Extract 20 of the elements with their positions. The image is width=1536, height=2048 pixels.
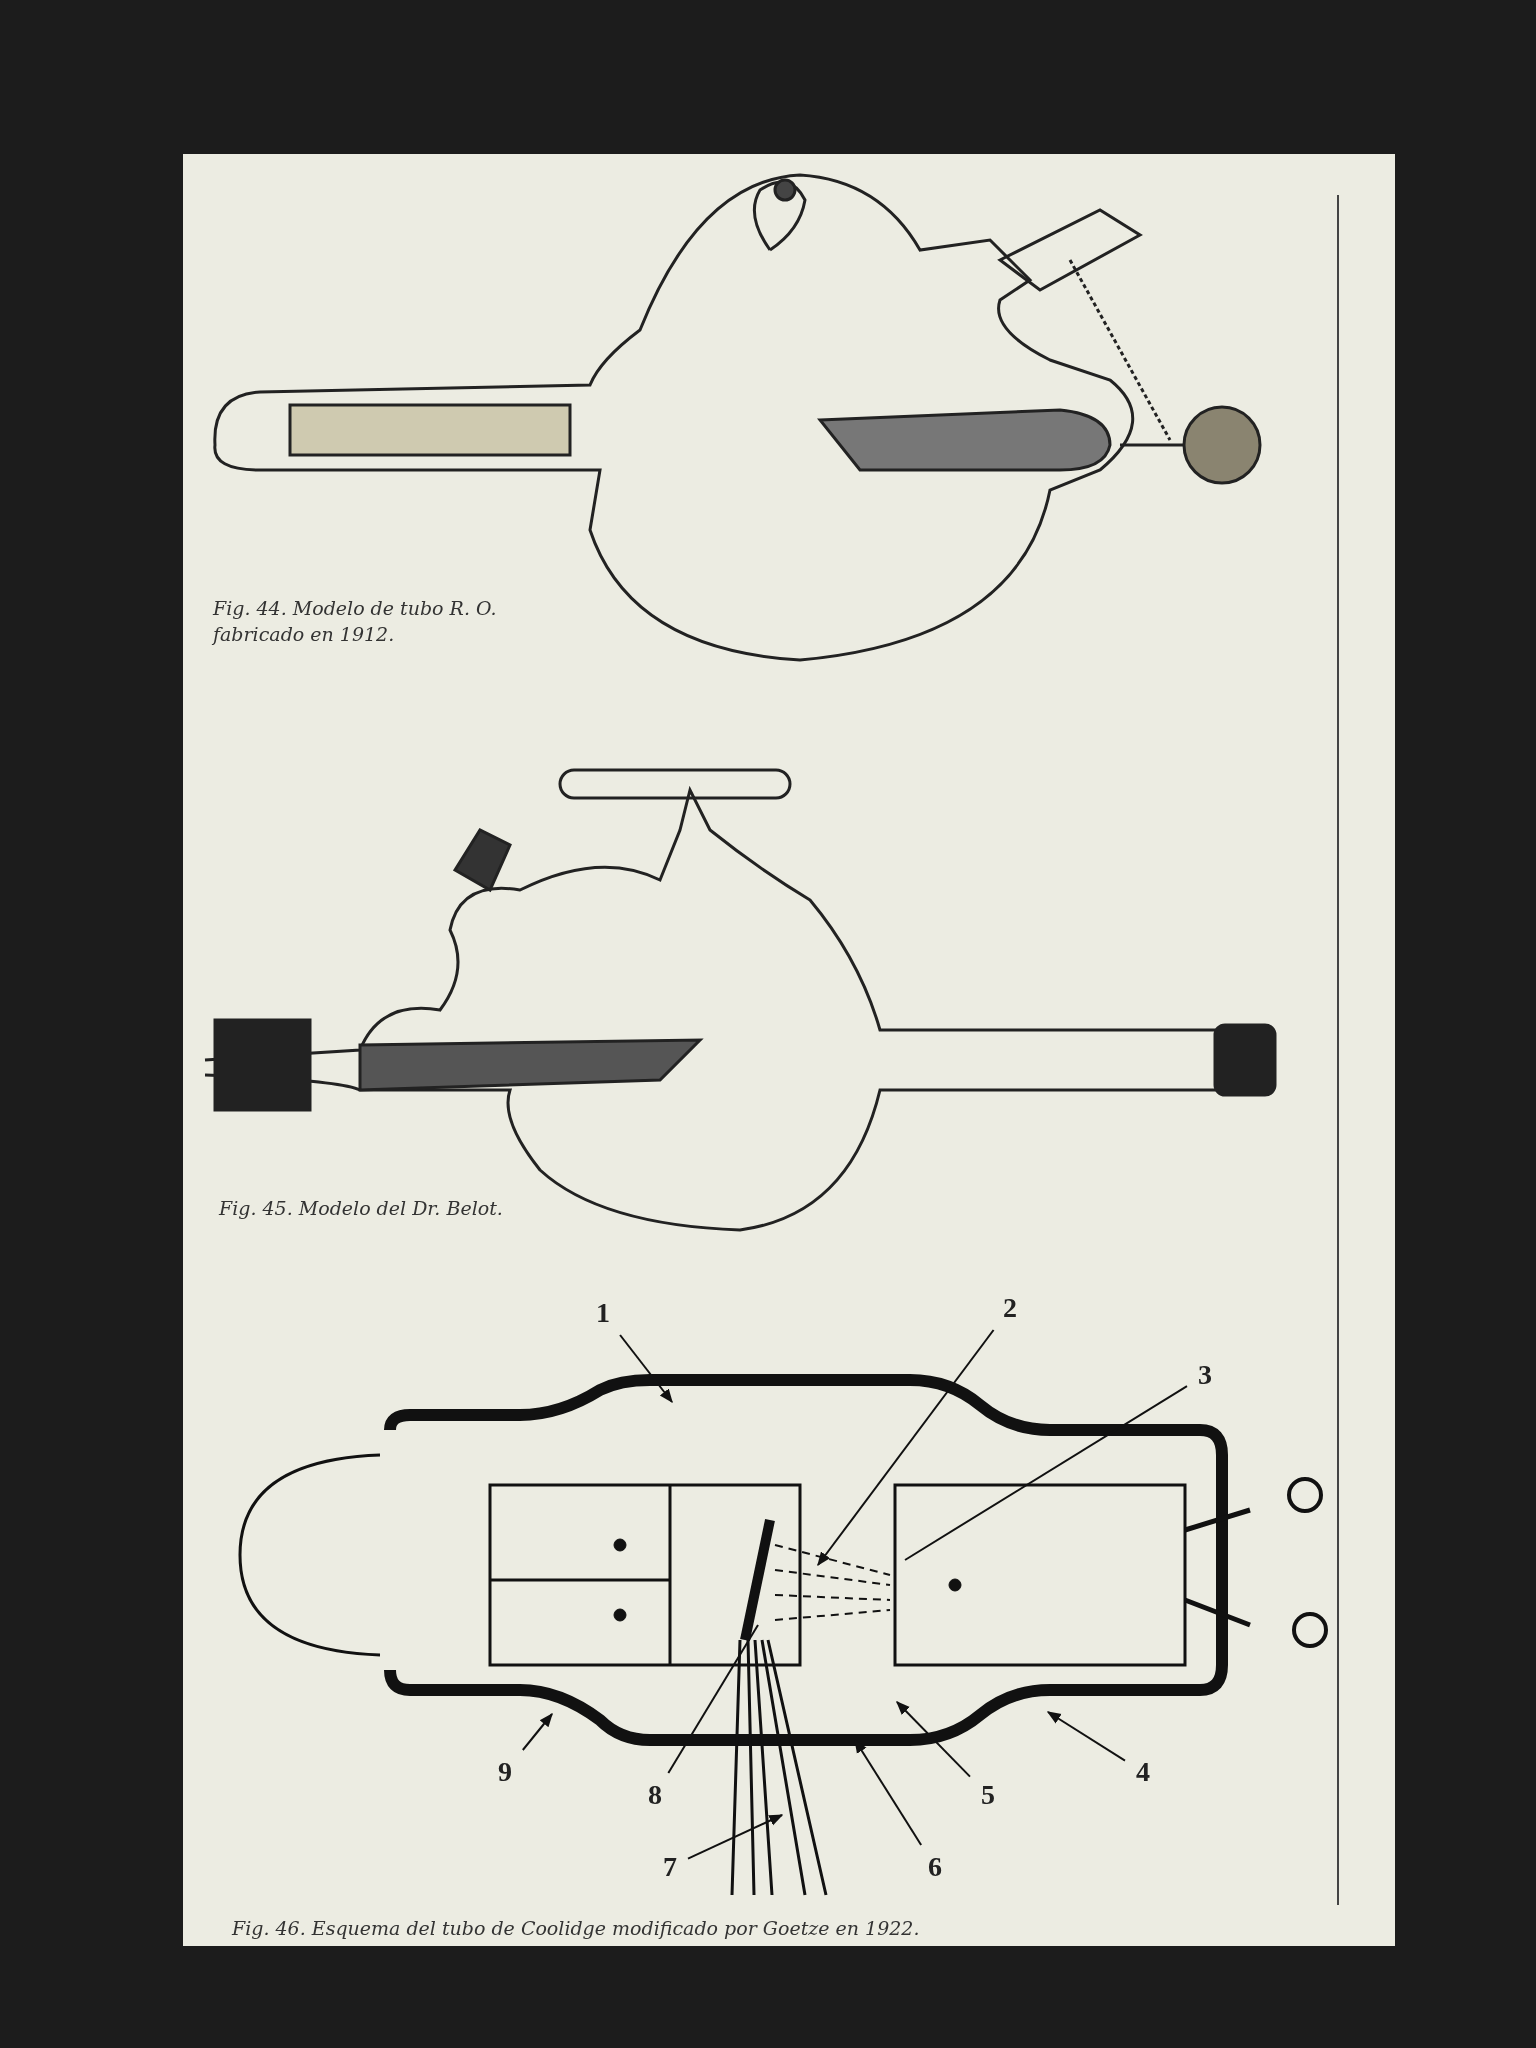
callout-number: 5 xyxy=(974,1777,1002,1813)
leader-line xyxy=(619,1334,673,1404)
callout-number: 7 xyxy=(656,1849,684,1885)
callout-number: 3 xyxy=(1191,1357,1219,1393)
leader-line xyxy=(817,1329,995,1567)
leader-line xyxy=(667,1624,759,1774)
leader-line xyxy=(1046,1711,1126,1762)
figure-caption: Fig. 46. Esquema del tubo de Coolidge modificado por Goetze en 1922. xyxy=(232,1916,920,1941)
callout-number: 4 xyxy=(1129,1754,1157,1790)
callout-number: 6 xyxy=(921,1849,949,1885)
leader-line xyxy=(896,1701,971,1778)
leader-line xyxy=(904,1385,1188,1561)
leader-line xyxy=(521,1712,553,1751)
figure-caption: Fig. 45. Modelo del Dr. Belot. xyxy=(219,1196,503,1221)
callout-number: 2 xyxy=(996,1290,1024,1326)
callout-number: 1 xyxy=(589,1295,617,1331)
leader-line xyxy=(687,1814,784,1860)
callout-number: 9 xyxy=(491,1754,519,1790)
figure-caption: Fig. 44. Modelo de tubo R. O. fabricado en 1912. xyxy=(213,596,498,647)
callout-number: 8 xyxy=(641,1777,669,1813)
